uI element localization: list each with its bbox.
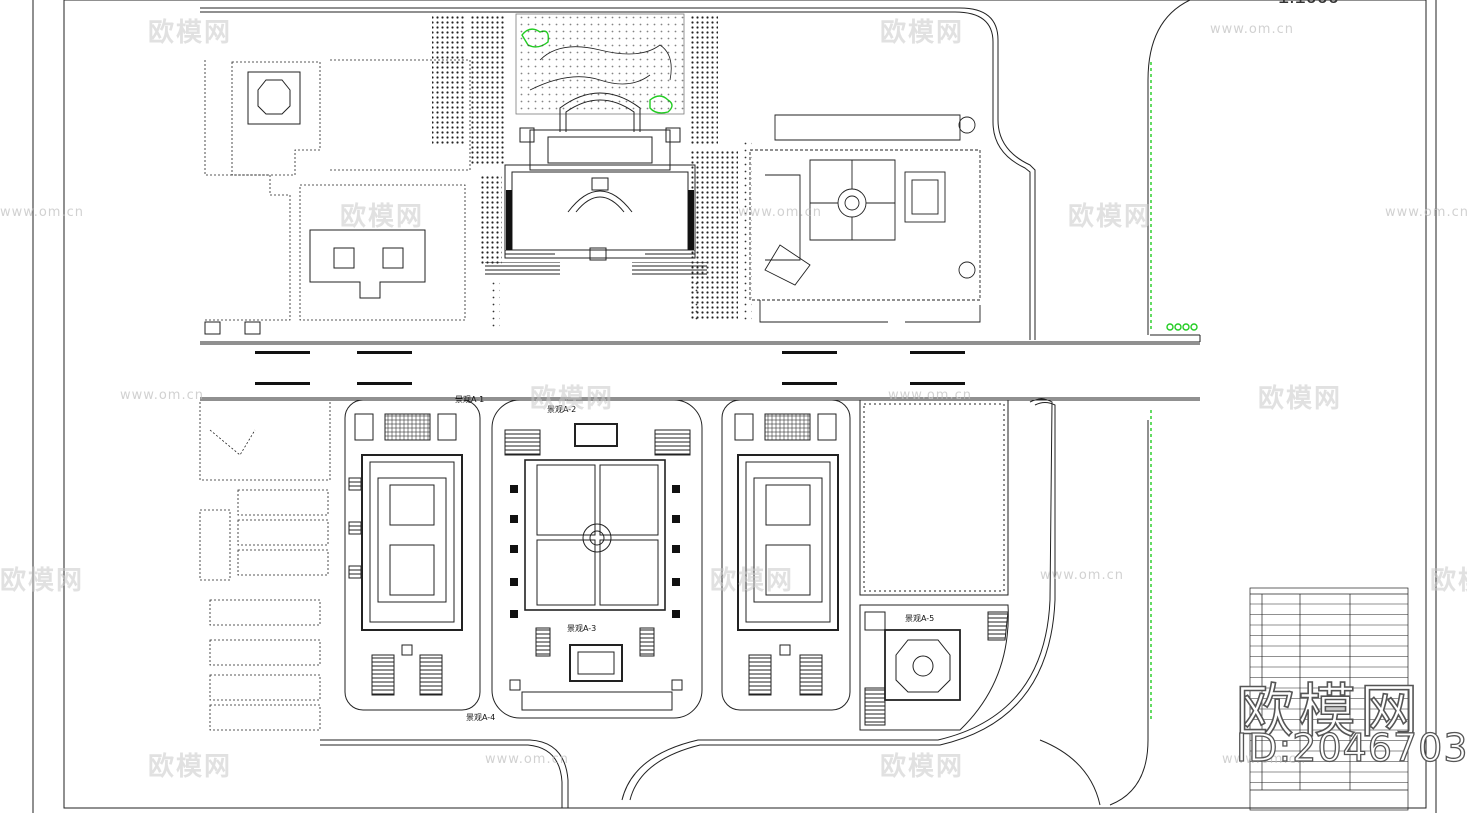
watermark-brand: 欧模网 (0, 566, 85, 596)
tag-area-a1: 景观A-1 (455, 395, 485, 404)
watermark-url: www.om.cn (888, 388, 972, 403)
title-block-rows (1250, 603, 1408, 783)
tag-area-a2: 景观A-2 (547, 405, 577, 414)
northeast-campus (749, 114, 981, 323)
watermark-brand: 欧模网 (148, 18, 233, 48)
block-a2 (491, 399, 703, 719)
drawing-frame (32, 0, 1437, 813)
watermark-brand: 欧模网 (1430, 566, 1467, 596)
garden-area (515, 13, 685, 115)
central-complex (504, 92, 696, 261)
central-hatch (485, 190, 707, 276)
watermark-brand: 欧模网 (880, 18, 965, 48)
watermark-brand: 欧模网 (530, 384, 615, 414)
watermark-url: www.om.cn (1222, 752, 1306, 767)
tree-rows (432, 14, 752, 330)
watermark-id: ID:2046703 (1235, 725, 1467, 770)
watermark-url: www.om.cn (738, 205, 822, 220)
west-residential (199, 399, 331, 731)
watermark-url: www.om.cn (1385, 205, 1467, 220)
watermark-url: www.om.cn (120, 388, 204, 403)
tag-area-a3: 景观A-3 (567, 624, 597, 633)
watermark-url: www.om.cn (0, 205, 84, 220)
open-field (859, 399, 1009, 596)
watermark-brand: 欧模网 (1068, 202, 1153, 232)
tag-area-a5: 景观A-5 (905, 614, 935, 623)
tag-area-a4: 景观A-4 (466, 713, 496, 722)
octagon-pavilion (247, 71, 301, 125)
road-markings (255, 351, 965, 385)
watermark-url: www.om.cn (485, 752, 569, 767)
watermark-url: www.om.cn (1210, 22, 1294, 37)
block-a4 (721, 399, 851, 711)
block-a2-trees (510, 485, 680, 618)
block-a5 (859, 604, 1009, 731)
watermark-brand-logo: 欧模网 (1235, 676, 1423, 746)
main-road (200, 0, 1201, 808)
watermark-brand: 欧模网 (1258, 384, 1343, 414)
title-block (1249, 587, 1409, 811)
watermark-brand: 欧模网 (148, 752, 233, 782)
northwest-building (204, 229, 426, 335)
watermark-url: www.om.cn (1040, 568, 1124, 583)
watermark-brand: 欧模网 (340, 202, 425, 232)
block-a1 (344, 399, 481, 711)
drawing-scale: 1:1000 (1278, 0, 1339, 9)
watermark-brand: 欧模网 (710, 566, 795, 596)
watermark-brand: 欧模网 (880, 752, 965, 782)
northwest-block (204, 59, 471, 321)
